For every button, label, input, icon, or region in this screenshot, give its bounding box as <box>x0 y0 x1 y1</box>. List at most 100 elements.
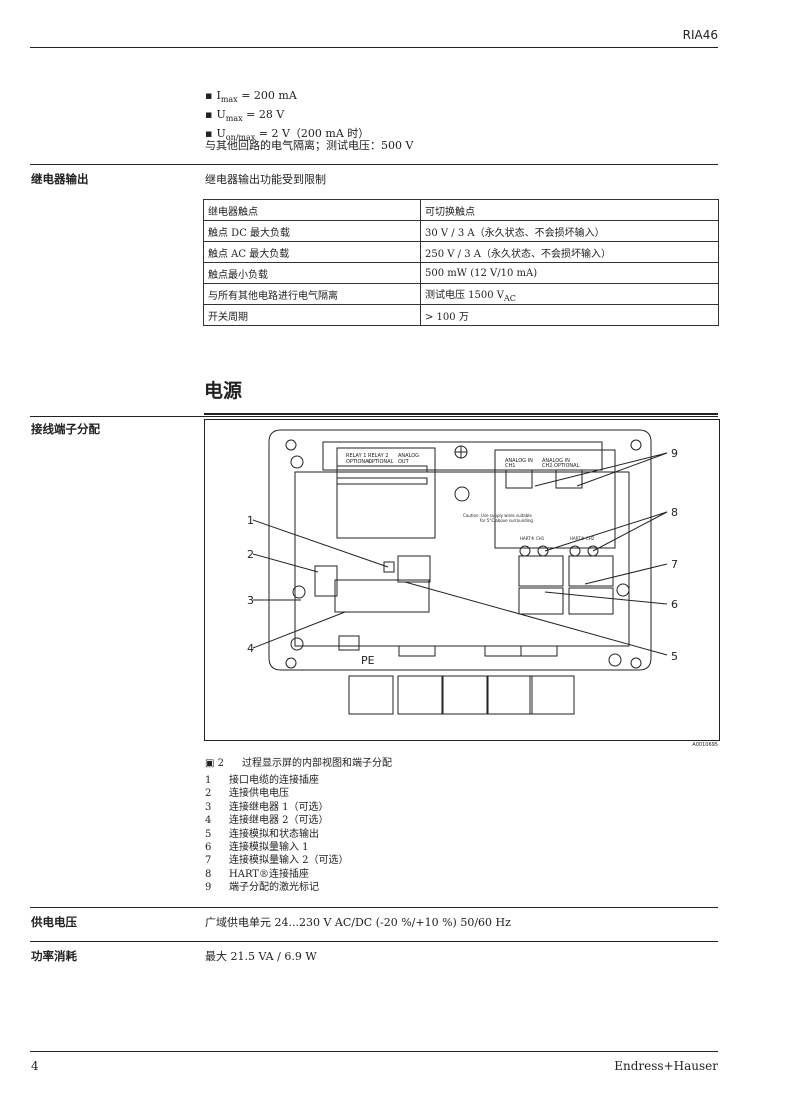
caution-text-2: for 5°C above surrounding <box>480 518 533 523</box>
consumption-label: 功率消耗 <box>31 949 77 963</box>
callout-line <box>404 581 668 656</box>
input1-terminal-upper <box>518 555 564 587</box>
callout-line <box>252 553 319 573</box>
screw-hole <box>285 657 297 669</box>
callout-9: 9 <box>671 447 678 460</box>
cable-gland <box>397 675 443 715</box>
power-connector <box>314 565 338 597</box>
screw-hole <box>630 439 642 451</box>
callout-2: 2 <box>247 548 254 561</box>
footer-rule <box>30 1051 718 1052</box>
ch1-text: ANALOG IN <box>505 458 533 464</box>
screw-hole <box>630 657 642 669</box>
callout-6: 6 <box>671 598 678 611</box>
hart-socket <box>537 545 549 557</box>
warning-badge <box>454 486 470 502</box>
relay-label: 继电器输出 <box>31 172 89 186</box>
hart1-text: HART® CH1 <box>520 536 545 541</box>
screw <box>290 637 304 651</box>
table-row: 与所有其他电路进行电气隔离测试电压 1500 VAC <box>203 283 719 305</box>
pe-text: PE <box>361 654 375 667</box>
callout-line <box>544 511 668 552</box>
ch2-text: ANALOG IN <box>542 458 570 464</box>
callout-line <box>544 591 668 605</box>
section-rule <box>30 941 718 942</box>
callout-line <box>584 563 668 585</box>
input2-terminal-lower <box>568 587 614 615</box>
callout-8: 8 <box>671 506 678 519</box>
cable-gland <box>348 675 394 715</box>
relay2-text: RELAY 2 <box>368 453 388 459</box>
pe-clamp <box>338 635 360 651</box>
section-rule <box>30 164 718 165</box>
screw <box>616 583 630 597</box>
relay-board <box>336 447 436 539</box>
relay1-opt-text: OPTIONAL <box>346 459 372 465</box>
cable-clamp <box>520 645 558 657</box>
heading-rule <box>204 413 718 415</box>
cable-clamp <box>398 645 436 657</box>
section-rule <box>30 907 718 908</box>
section-rule <box>30 416 718 417</box>
consumption-value: 最大 21.5 VA / 6.9 W <box>205 950 317 963</box>
relay-intro: 继电器输出功能受到限制 <box>205 173 326 186</box>
callout-line <box>252 611 346 649</box>
isolation-text: 与其他回路的电气隔离；测试电压：500 V <box>205 139 414 152</box>
figure-code: A0010695 <box>692 742 718 748</box>
terminal-strip <box>336 465 428 473</box>
ch1-connector <box>505 469 533 489</box>
header-rule <box>30 47 718 48</box>
cable-clamp <box>484 645 522 657</box>
table-row: 开关周期> 100 万 <box>203 304 719 326</box>
ch2-sub-text: CH2 OPTIONAL <box>542 463 580 469</box>
table-row: 继电器触点可切换触点 <box>203 199 719 221</box>
callout-1: 1 <box>247 514 254 527</box>
input2-terminal-upper <box>568 555 614 587</box>
terminal-diagram: RELAY 1 OPTIONAL RELAY 2 OPTIONAL ANALOG… <box>247 429 678 715</box>
header-product: RIA46 <box>682 28 718 42</box>
callout-3: 3 <box>247 594 254 607</box>
figure-icon: ▣ <box>205 758 218 769</box>
supply-value: 广域供电单元 24...230 V AC/DC (-20 %/+10 %) 50… <box>205 916 511 929</box>
callout-4: 4 <box>247 642 254 655</box>
housing-outline <box>268 429 652 671</box>
relay-terminal-block <box>334 579 430 613</box>
spec-umax: Umax = 28 V <box>205 107 369 126</box>
relay1-text: RELAY 1 <box>346 453 366 459</box>
hart-socket <box>587 545 599 557</box>
caution-text: Caution: Use supply wires suitable <box>463 513 532 518</box>
relay2-opt-text: OPTIONAL <box>368 459 394 465</box>
output-spec-list: Imax = 200 mA Umax = 28 V Uon/max = 2 V（… <box>205 88 369 146</box>
callout-line <box>534 452 668 487</box>
ch2-connector <box>555 469 583 489</box>
hart-socket <box>519 545 531 557</box>
top-rib <box>322 441 603 471</box>
cable-gland <box>529 675 575 715</box>
analog-out-text: OUT <box>398 459 410 465</box>
figure-frame: RELAY 1 OPTIONAL RELAY 2 OPTIONAL ANALOG… <box>204 419 720 741</box>
section-heading: 电源 <box>204 380 243 402</box>
ch1-sub-text: CH1 <box>505 463 515 469</box>
analog-terminal-block <box>397 555 431 583</box>
inner-panel <box>294 471 630 647</box>
supply-label: 供电电压 <box>31 915 77 929</box>
spec-uon: Uon/max = 2 V（200 mA 时） <box>205 126 369 145</box>
screw <box>290 455 304 469</box>
hart-socket <box>569 545 581 557</box>
cable-gland <box>487 675 533 715</box>
interface-socket <box>383 561 395 573</box>
footer-brand: Endress+Hauser <box>614 1059 718 1073</box>
input1-terminal-lower <box>518 587 564 615</box>
